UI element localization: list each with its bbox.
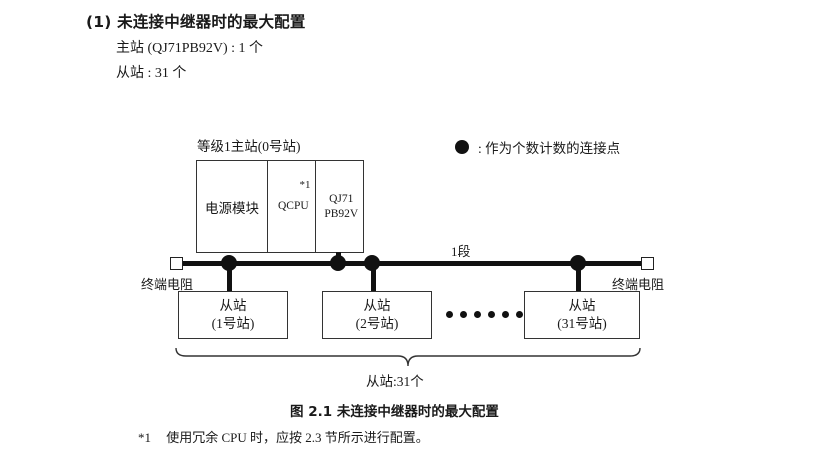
slave-station-box: 从站 (1号站) — [178, 291, 288, 339]
legend-label: : 作为个数计数的连接点 — [478, 141, 621, 156]
slave-station-box: 从站 (2号站) — [322, 291, 432, 339]
terminal-resistor-left-icon — [170, 257, 183, 270]
footnote-text: 使用冗余 CPU 时，应按 2.3 节所示进行配置。 — [166, 430, 429, 445]
slave-station-title: 从站 — [568, 297, 596, 313]
slave-group-brace — [175, 347, 641, 368]
slave-station-number: (2号站) — [355, 316, 399, 331]
spec-line-slave-count: 从站 : 31 个 — [116, 66, 187, 81]
filled-circle-icon — [455, 140, 469, 154]
slave-drop-line — [371, 263, 376, 291]
fieldbus-trunk-line — [176, 261, 646, 266]
slave-station-title: 从站 — [363, 297, 391, 313]
slave-station-number: (1号站) — [211, 316, 255, 331]
cpu-module-cell: QCPU *1 — [268, 161, 316, 252]
slave-station-number: (31号站) — [557, 316, 607, 331]
network-module-label-line2: PB92V — [324, 207, 359, 220]
slave-station-box: 从站 (31号站) — [524, 291, 640, 339]
slave-drop-line — [576, 263, 581, 291]
terminal-resistor-left-label: 终端电阻 — [141, 277, 194, 292]
cpu-module-label: QCPU — [277, 199, 309, 212]
connection-point-dot — [330, 255, 346, 271]
slave-group-brace-label: 从站:31个 — [366, 374, 424, 389]
network-module-cell: QJ71 PB92V — [315, 161, 363, 252]
footnote-marker: *1 — [138, 430, 151, 445]
segment-label: 1段 — [451, 244, 471, 259]
cpu-footnote-marker: *1 — [299, 179, 311, 191]
terminal-resistor-right-label: 终端电阻 — [612, 277, 665, 292]
ellipsis-dots-icon — [446, 311, 523, 318]
section-heading: (1) 未连接中继器时的最大配置 — [86, 13, 306, 31]
power-supply-module-cell: 电源模块 — [197, 161, 269, 252]
terminal-resistor-right-icon — [641, 257, 654, 270]
slave-station-title: 从站 — [219, 297, 247, 313]
master-rack-label: 等级1主站(0号站) — [197, 139, 301, 154]
spec-line-master-count: 主站 (QJ71PB92V) : 1 个 — [116, 41, 264, 56]
power-supply-module-label: 电源模块 — [205, 200, 260, 216]
slave-drop-line — [227, 263, 232, 291]
footnote: *1 使用冗余 CPU 时，应按 2.3 节所示进行配置。 — [138, 427, 429, 446]
figure-caption: 图 2.1 未连接中继器时的最大配置 — [290, 404, 499, 420]
network-module-label-line1: QJ71 — [329, 193, 354, 206]
legend: : 作为个数计数的连接点 — [455, 137, 620, 157]
master-rack: 电源模块 QCPU *1 QJ71 PB92V — [196, 160, 364, 253]
